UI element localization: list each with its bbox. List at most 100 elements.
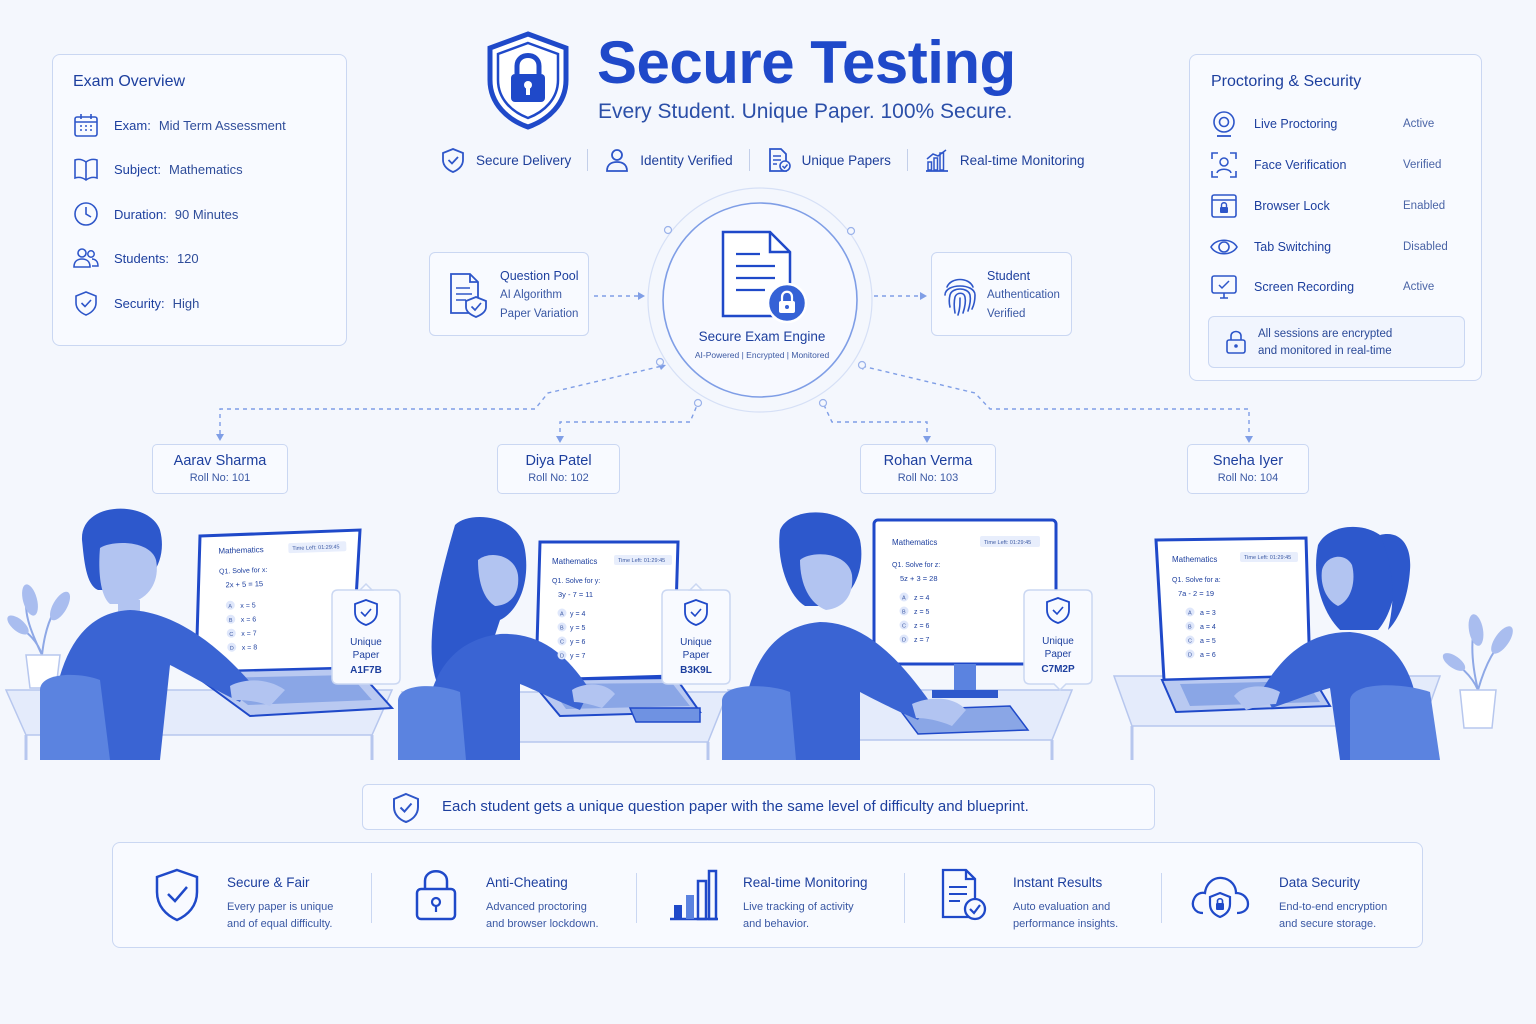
- screen-question: Q1. Solve for a:: [1172, 577, 1221, 584]
- option-key: A: [902, 596, 906, 602]
- page-title: Secure Testing: [597, 29, 1016, 96]
- shield-check-icon: [75, 291, 97, 316]
- note-line: and monitored in real-time: [1258, 345, 1392, 357]
- feature-title: Data Security: [1279, 875, 1361, 890]
- student-roll: Roll No: 104: [1217, 472, 1279, 484]
- option-key: C: [1188, 639, 1192, 645]
- proctoring-name: Tab Switching: [1254, 240, 1332, 254]
- document-check-icon: [450, 273, 487, 318]
- exam-screen-2: Mathematics Time Left: 01:29:45 Q1. Solv…: [552, 555, 672, 660]
- feature-desc-line: and secure storage.: [1279, 918, 1377, 930]
- student-2-station: [398, 517, 730, 760]
- feature-label: Identity Verified: [640, 152, 733, 168]
- exam-screen-4: Mathematics Time Left: 01:29:45 Q1. Solv…: [1172, 552, 1298, 659]
- screen-timer: Time Left: 01:29:45: [618, 558, 665, 564]
- auth-text: Student Authentication Verified: [987, 267, 1060, 324]
- plant-right: [1442, 614, 1513, 729]
- clock-icon: [74, 202, 98, 226]
- banner-text: Each student gets a unique question pape…: [442, 798, 1029, 815]
- screen-question: Q1. Solve for z:: [892, 562, 940, 569]
- tag-label: Unique: [350, 637, 382, 648]
- feature-label: Unique Papers: [801, 152, 891, 168]
- option-text: z = 4: [914, 595, 929, 602]
- student-roll: Roll No: 103: [897, 472, 959, 484]
- browser-lock-icon: [1211, 194, 1237, 218]
- option-text: z = 6: [914, 623, 929, 630]
- option-text: x = 8: [242, 644, 258, 652]
- student-card-3: Rohan Verma Roll No: 103: [860, 444, 996, 494]
- unique-paper-tag-1: Unique Paper B3K9L A1F7B: [331, 582, 401, 685]
- encryption-note: All sessions are encrypted and monitored…: [1208, 316, 1465, 368]
- student-3-station: [722, 512, 1074, 760]
- student-authentication-card: Student Authentication Verified: [931, 252, 1072, 336]
- status-badge: Verified: [1403, 159, 1442, 171]
- padlock-icon: [415, 870, 457, 921]
- screen-question: Q1. Solve for x:: [219, 567, 268, 576]
- feature-title: Secure & Fair: [227, 875, 310, 890]
- overview-row-security: Security: High: [73, 289, 199, 317]
- divider: [371, 873, 372, 923]
- shield-check-icon: [442, 148, 464, 173]
- feature-desc-line: Live tracking of activity: [743, 901, 854, 913]
- feature-desc-line: and of equal difficulty.: [227, 918, 333, 930]
- note-line: All sessions are encrypted: [1258, 328, 1393, 340]
- webcam-icon: [1213, 111, 1235, 137]
- option-key: A: [228, 604, 232, 610]
- proctoring-row-screen: Screen Recording Active: [1210, 272, 1463, 302]
- pool-line: AI Algorithm: [500, 289, 562, 301]
- student-name: Rohan Verma: [883, 453, 973, 469]
- overview-value: 120: [176, 250, 199, 266]
- report-check-icon: [941, 868, 987, 921]
- proctoring-row-browser: Browser Lock Enabled: [1210, 191, 1463, 221]
- overview-row-duration: Duration: 90 Minutes: [73, 200, 238, 228]
- proctoring-name: Browser Lock: [1254, 199, 1330, 213]
- feature-unique-papers: Unique Papers: [766, 147, 891, 173]
- feature-desc-line: and browser lockdown.: [486, 918, 599, 930]
- overview-value: Mid Term Assessment: [158, 117, 286, 133]
- status-badge: Enabled: [1403, 200, 1446, 212]
- padlock-icon: [1226, 330, 1246, 354]
- calendar-icon: [74, 114, 98, 137]
- student-name: Aarav Sharma: [173, 453, 267, 469]
- proctoring-row-face: Face Verification Verified: [1210, 150, 1463, 180]
- option-text: x = 7: [241, 630, 257, 638]
- overview-label: Security:: [114, 295, 165, 311]
- option-key: B: [1188, 625, 1192, 631]
- option-key: D: [560, 654, 564, 660]
- divider: [906, 149, 908, 171]
- option-text: z = 5: [914, 609, 929, 616]
- student-card-4: Sneha Iyer Roll No: 104: [1187, 444, 1309, 494]
- auth-line: Authentication: [987, 289, 1060, 301]
- feature-real-time-monitoring: Real-time Monitoring Live tracking of ac…: [640, 843, 904, 949]
- shield-check-icon: [155, 868, 199, 922]
- screen-subject: Mathematics: [892, 538, 937, 547]
- proctoring-row-live: Live Proctoring Active: [1210, 109, 1463, 139]
- student-card-2: Diya Patel Roll No: 102: [497, 444, 620, 494]
- encryption-text: All sessions are encrypted and monitored…: [1258, 326, 1458, 360]
- overview-value: 90 Minutes: [174, 206, 239, 222]
- feature-desc-line: End-to-end encryption: [1279, 901, 1388, 913]
- proctoring-name: Screen Recording: [1254, 280, 1355, 294]
- option-key: C: [560, 640, 564, 646]
- status-badge: Active: [1403, 281, 1435, 293]
- feature-label: Real-time Monitoring: [959, 152, 1085, 168]
- card-title: Proctoring & Security: [1211, 73, 1362, 90]
- card-title: Exam Overview: [73, 73, 186, 90]
- screen-question: Q1. Solve for y:: [552, 578, 600, 585]
- proctoring-security-card: Proctoring & Security Live Proctoring Ac…: [1189, 54, 1482, 381]
- overview-value: High: [172, 295, 200, 311]
- shield-check-icon: [684, 599, 708, 626]
- option-key: D: [902, 638, 906, 644]
- secure-document-icon: [721, 230, 808, 324]
- screen-equation: 7a - 2 = 19: [1178, 589, 1214, 598]
- info-banner: Each student gets a unique question pape…: [362, 784, 1155, 830]
- feature-secure-delivery: Secure Delivery: [440, 147, 571, 173]
